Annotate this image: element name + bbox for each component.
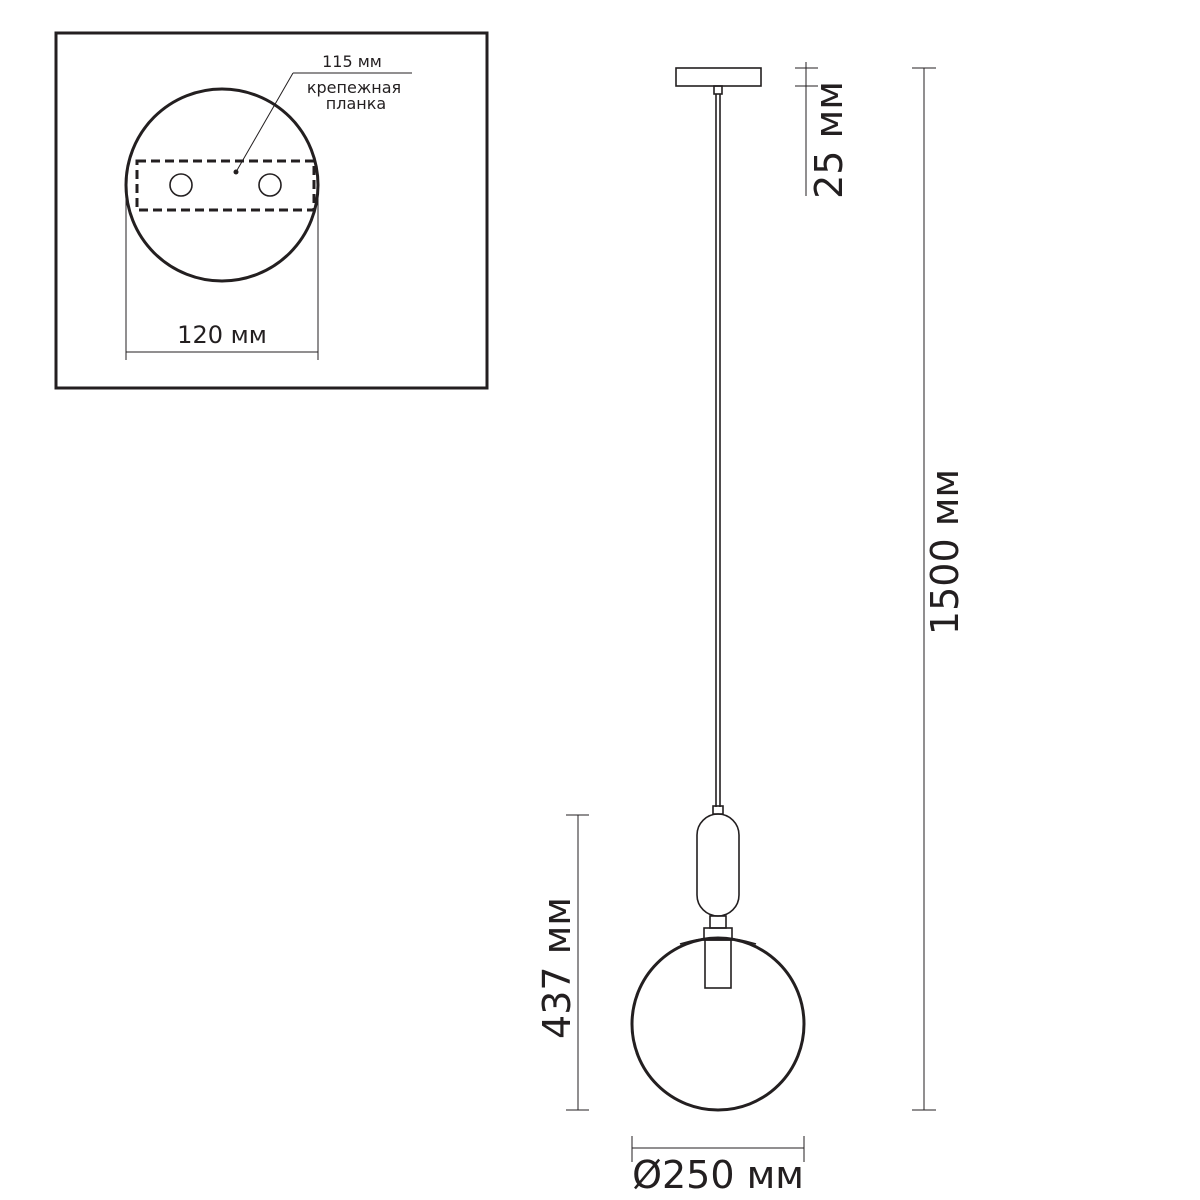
mounting-hole-left: [169, 173, 193, 197]
lamp-height-label: 437 мм: [535, 897, 579, 1039]
mounting-plate-outline: [135, 159, 316, 212]
globe-top-rim: [679, 937, 757, 945]
plate-name-line2: планка: [326, 94, 386, 113]
inset-frame: [54, 31, 489, 390]
lamp-socket: [704, 939, 732, 989]
canopy-top-view: [124, 87, 320, 283]
cord-grip: [713, 85, 723, 95]
lamp-side-view: [630, 67, 806, 1112]
inset-panel: 115 мм крепежная планка 120 мм: [54, 31, 489, 390]
plate-leader-line: [235, 72, 294, 173]
neck-connector: [709, 915, 727, 929]
top-connector: [712, 805, 724, 815]
capsule-decor: [696, 813, 740, 917]
mounting-hole-right: [258, 173, 282, 197]
globe-diameter-label: Ø250 мм: [632, 1153, 804, 1197]
canopy-height-label: 25 мм: [807, 81, 851, 199]
canopy-side: [675, 67, 762, 87]
total-height-dimension: 1500 мм: [912, 67, 967, 1111]
plate-width-label: 115 мм: [322, 52, 382, 71]
plate-name-line1: крепежная: [307, 78, 401, 97]
glass-globe: [630, 936, 806, 1112]
total-height-label: 1500 мм: [923, 469, 967, 635]
canopy-diameter-label: 120 мм: [177, 321, 267, 349]
lamp-height-dimension: 437 мм: [535, 814, 589, 1111]
canopy-height-dimension: 25 мм: [795, 62, 851, 199]
globe-diameter-dimension: Ø250 мм: [631, 1136, 805, 1197]
